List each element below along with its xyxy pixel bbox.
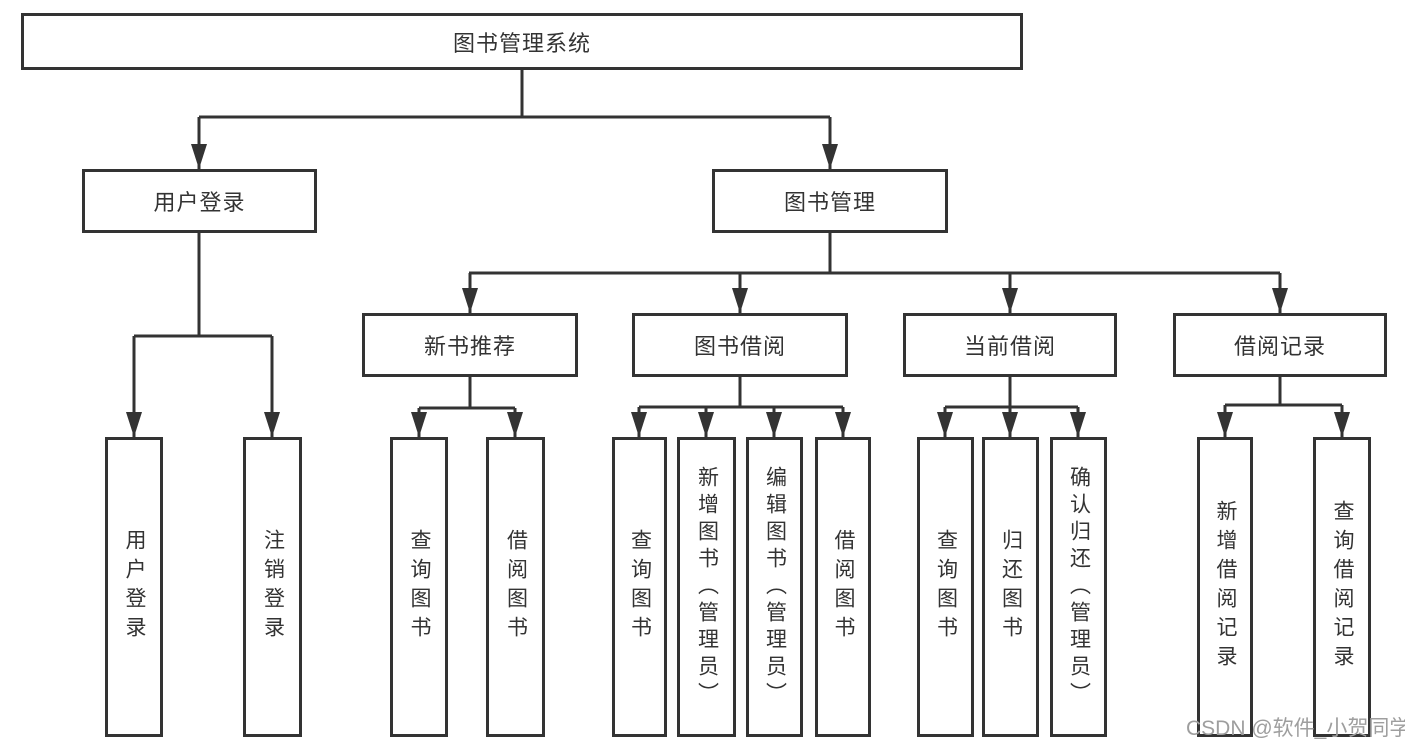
node-label: 图书管理 xyxy=(783,190,876,215)
leaf-label: 确认归还（管理员） xyxy=(1067,465,1091,709)
leaf-query-borrow-record: 查询借阅记录 xyxy=(1313,437,1371,737)
leaf-label: 借阅图书 xyxy=(504,529,528,645)
leaf-query-books: 查询图书 xyxy=(612,437,667,737)
node-book-borrowing: 图书借阅 xyxy=(632,313,848,377)
leaf-add-books-admin: 新增图书（管理员） xyxy=(677,437,736,737)
leaf-label: 归还图书 xyxy=(999,529,1023,645)
bus-root-to-level2 xyxy=(191,70,838,169)
leaf-query-books: 查询图书 xyxy=(390,437,448,737)
node-label: 当前借阅 xyxy=(963,334,1056,359)
leaf-query-books: 查询图书 xyxy=(917,437,974,737)
leaf-edit-books-admin: 编辑图书（管理员） xyxy=(746,437,803,737)
node-borrowing-records: 借阅记录 xyxy=(1173,313,1387,377)
leaf-return-books: 归还图书 xyxy=(982,437,1039,737)
leaf-label: 查询图书 xyxy=(934,529,958,645)
bus-current-borrow-leaves xyxy=(937,377,1086,437)
leaf-borrow-books: 借阅图书 xyxy=(815,437,871,737)
bus-book-mgmt-to-level3 xyxy=(462,233,1288,313)
bus-new-book-rec-leaves xyxy=(411,377,523,437)
leaf-confirm-return-admin: 确认归还（管理员） xyxy=(1050,437,1107,737)
leaf-label: 查询图书 xyxy=(408,529,431,645)
leaf-borrow-books: 借阅图书 xyxy=(486,437,545,737)
node-book-management: 图书管理 xyxy=(712,169,948,233)
csdn-watermark: CSDN @软件_小贺同学 xyxy=(1186,717,1405,740)
leaf-logout: 注销登录 xyxy=(243,437,302,737)
node-new-book-recommend: 新书推荐 xyxy=(362,313,578,377)
bus-user-login-leaves xyxy=(126,233,280,437)
node-label: 用户登录 xyxy=(153,190,246,215)
leaf-label: 编辑图书（管理员） xyxy=(763,465,787,709)
leaf-label: 查询图书 xyxy=(628,529,652,645)
node-label: 借阅记录 xyxy=(1233,334,1326,359)
node-user-login: 用户登录 xyxy=(82,169,317,233)
node-library-system: 图书管理系统 xyxy=(21,13,1023,70)
leaf-label: 新增借阅记录 xyxy=(1214,500,1237,674)
node-current-borrowing: 当前借阅 xyxy=(903,313,1117,377)
node-label: 图书借阅 xyxy=(693,334,786,359)
node-label: 图书管理系统 xyxy=(452,30,591,56)
leaf-label: 用户登录 xyxy=(123,529,146,645)
bus-book-borrow-leaves xyxy=(631,377,851,437)
node-label: 新书推荐 xyxy=(423,334,516,359)
leaf-add-borrow-record: 新增借阅记录 xyxy=(1197,437,1253,737)
leaf-user-login: 用户登录 xyxy=(105,437,163,737)
leaf-label: 注销登录 xyxy=(261,529,285,645)
leaf-label: 借阅图书 xyxy=(832,529,855,645)
bus-borrow-records-leaves xyxy=(1217,377,1350,437)
leaf-label: 查询借阅记录 xyxy=(1331,500,1354,674)
leaf-label: 新增图书（管理员） xyxy=(695,465,719,709)
